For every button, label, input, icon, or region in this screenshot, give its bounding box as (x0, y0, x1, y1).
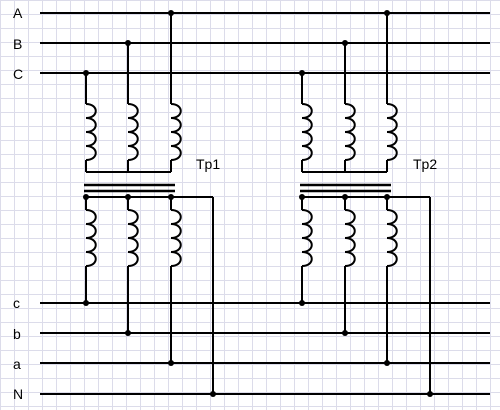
secondary-coil-icon (386, 209, 398, 267)
junction-dot (125, 40, 131, 46)
junction-dot (384, 194, 390, 200)
junction-dot (299, 194, 305, 200)
secondary-coil-icon (301, 209, 313, 267)
junction-dot (299, 70, 305, 76)
junction-dot (210, 391, 216, 397)
primary-coil-icon (170, 103, 182, 161)
transformer-label-tp1: Tp1 (196, 156, 220, 172)
bus-label-N: N (13, 386, 23, 402)
bus-label-a: a (13, 356, 21, 372)
transformer-label-tp2: Tp2 (413, 156, 437, 172)
junction-dot (168, 10, 174, 16)
transformer-tp2 (299, 10, 433, 397)
primary-coil-icon (301, 103, 313, 161)
junction-dot (342, 330, 348, 336)
junction-dot (83, 194, 89, 200)
junction-dot (427, 391, 433, 397)
junction-dot (342, 40, 348, 46)
junction-dot (83, 300, 89, 306)
junction-dot (342, 194, 348, 200)
transformer-tp1 (83, 10, 216, 397)
bus-label-B: B (13, 36, 22, 52)
junction-dot (125, 194, 131, 200)
junction-dot (125, 330, 131, 336)
bus-label-b: b (13, 326, 21, 342)
secondary-coil-icon (85, 209, 97, 267)
junction-dot (384, 10, 390, 16)
junction-dot (168, 360, 174, 366)
junction-dot (83, 70, 89, 76)
bus-label-C: C (13, 66, 23, 82)
primary-coil-icon (85, 103, 97, 161)
secondary-coil-icon (170, 209, 182, 267)
primary-coil-icon (386, 103, 398, 161)
junction-dot (168, 194, 174, 200)
primary-coil-icon (344, 103, 356, 161)
bus-label-A: A (13, 5, 23, 21)
secondary-coil-icon (344, 209, 356, 267)
bus-label-c: c (13, 295, 20, 311)
secondary-coil-icon (127, 209, 139, 267)
junction-dot (384, 360, 390, 366)
junction-dot (299, 300, 305, 306)
primary-coil-icon (127, 103, 139, 161)
